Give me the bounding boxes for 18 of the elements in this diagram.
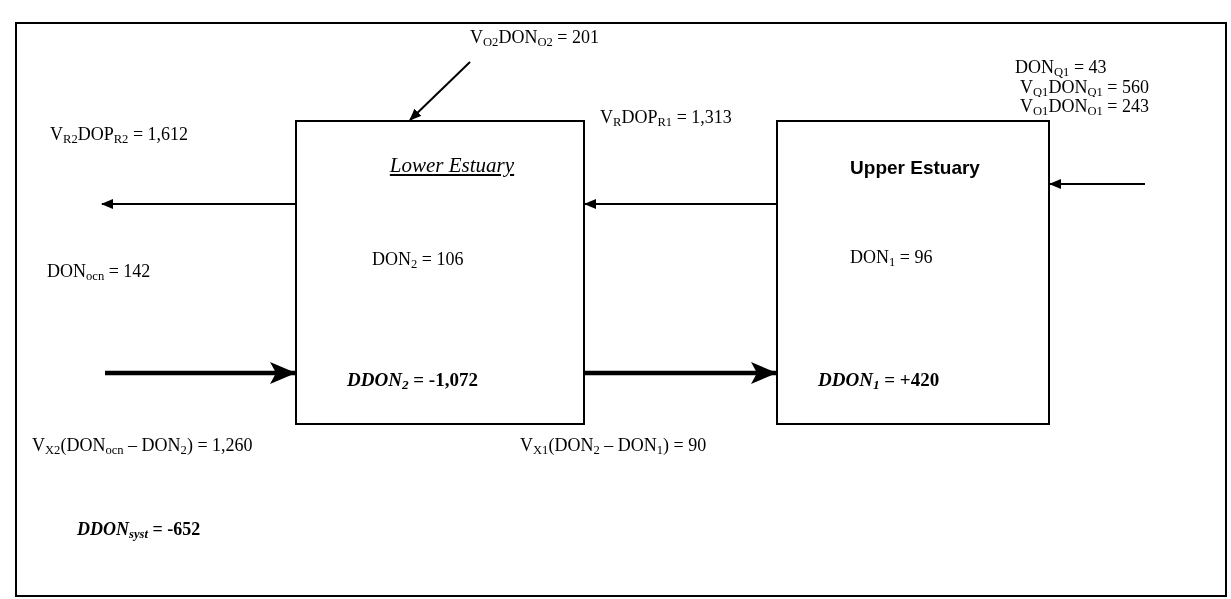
estuary-title: Upper Estuary (849, 158, 981, 179)
concentration-text: DON$_{1}$ = 96 (850, 248, 933, 270)
system-change-label: DDON$_{syst}$ = -652 (75, 520, 203, 542)
arrow (1049, 179, 1146, 189)
double-arrow (105, 362, 296, 384)
flux-label: V$_{X2}$(DON$_{ocn}$ – DON$_{2}$) = 1,260 (30, 436, 255, 458)
arrow (101, 199, 296, 209)
change-text: DDON$_{1}$ = +420 (818, 370, 940, 393)
concentration-text: DON$_{2}$ = 106 (372, 250, 464, 272)
estuary-box (776, 120, 1050, 425)
arrow (409, 61, 471, 121)
estuary-title: Lower Estuary (388, 154, 516, 178)
arrow (584, 199, 777, 209)
flux-label: V$_{X1}$(DON$_{2}$ – DON$_{1}$) = 90 (518, 436, 709, 458)
estuary-box (295, 120, 585, 425)
change-text: DDON$_{2}$ = -1,072 (347, 370, 478, 393)
concentration-label: DON$_{Q1}$ = 43 (1013, 58, 1109, 80)
double-arrow (585, 362, 777, 384)
